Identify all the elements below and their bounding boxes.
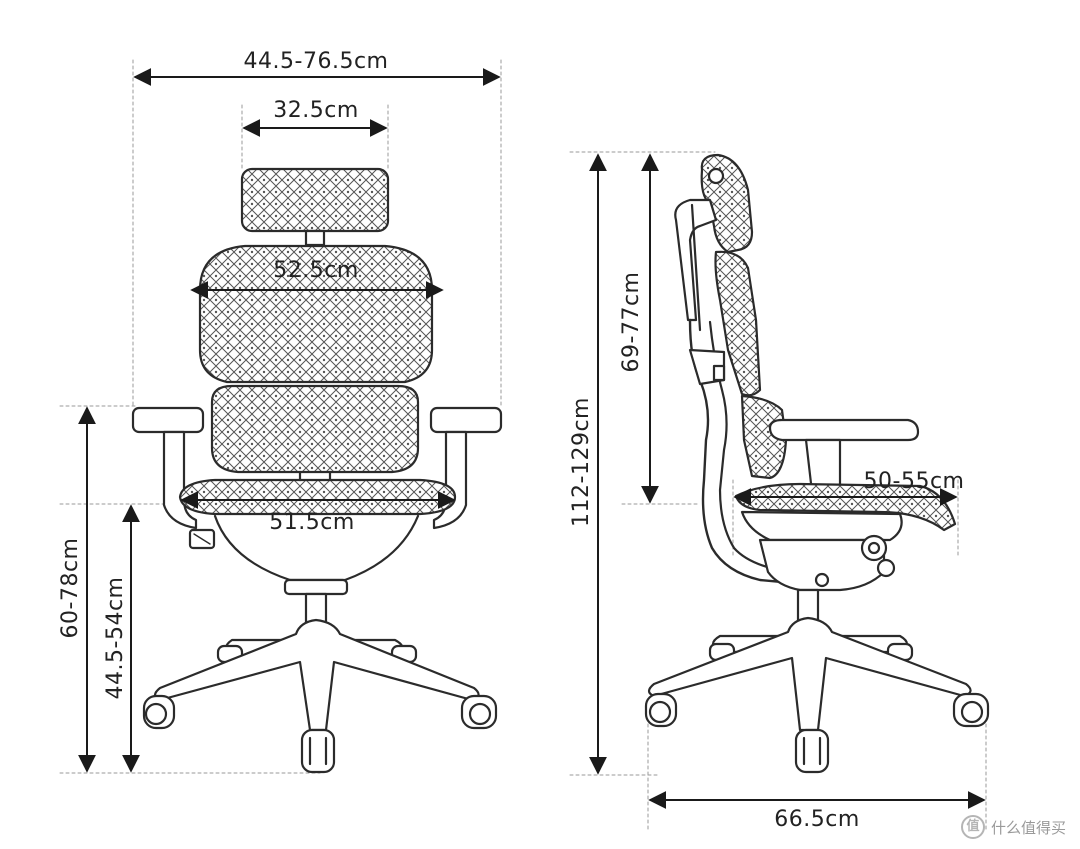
watermark-text: 什么值得买 <box>990 818 1066 837</box>
backrest-width-label: 52.5cm <box>273 258 359 283</box>
seat-depth-label: 50-55cm <box>864 469 965 494</box>
side-gas-cylinder <box>796 588 820 622</box>
side-mechanism <box>758 538 886 592</box>
front-dimension-lines <box>78 68 501 773</box>
side-back-frame <box>674 198 718 322</box>
front-casters <box>142 694 498 774</box>
seat-height-label: 44.5-54cm <box>103 577 128 700</box>
front-headrest-post <box>304 229 326 247</box>
headrest-width-label: 32.5cm <box>273 98 359 123</box>
front-headrest <box>240 167 390 233</box>
front-gas-cylinder <box>304 592 328 624</box>
side-seat-pan <box>740 510 903 542</box>
front-seat <box>178 478 457 516</box>
backrest-height-label: 69-77cm <box>619 272 644 373</box>
side-casters <box>644 692 990 774</box>
front-base <box>153 618 480 732</box>
overall-width-label: 44.5-76.5cm <box>244 49 389 74</box>
total-height-label: 112-129cm <box>569 397 594 527</box>
armrest-height-label: 60-78cm <box>58 538 83 639</box>
front-left-armrest-post <box>162 430 198 530</box>
side-backrest <box>714 250 762 397</box>
front-right-armrest-pad <box>429 406 503 434</box>
side-dimension-lines <box>589 153 986 809</box>
front-lumbar-support <box>210 384 420 474</box>
front-guide-lines <box>59 59 502 774</box>
watermark-logo-icon: 值 <box>960 815 985 839</box>
front-left-armrest-pad <box>131 406 205 434</box>
side-guide-lines <box>569 151 987 831</box>
base-depth-label: 66.5cm <box>774 807 860 832</box>
side-base <box>647 616 972 732</box>
watermark: 值 什么值得买 <box>960 815 1066 839</box>
side-armrest-pad <box>768 418 920 442</box>
seat-width-label: 51.5cm <box>269 510 355 535</box>
front-right-armrest-post <box>432 430 468 530</box>
